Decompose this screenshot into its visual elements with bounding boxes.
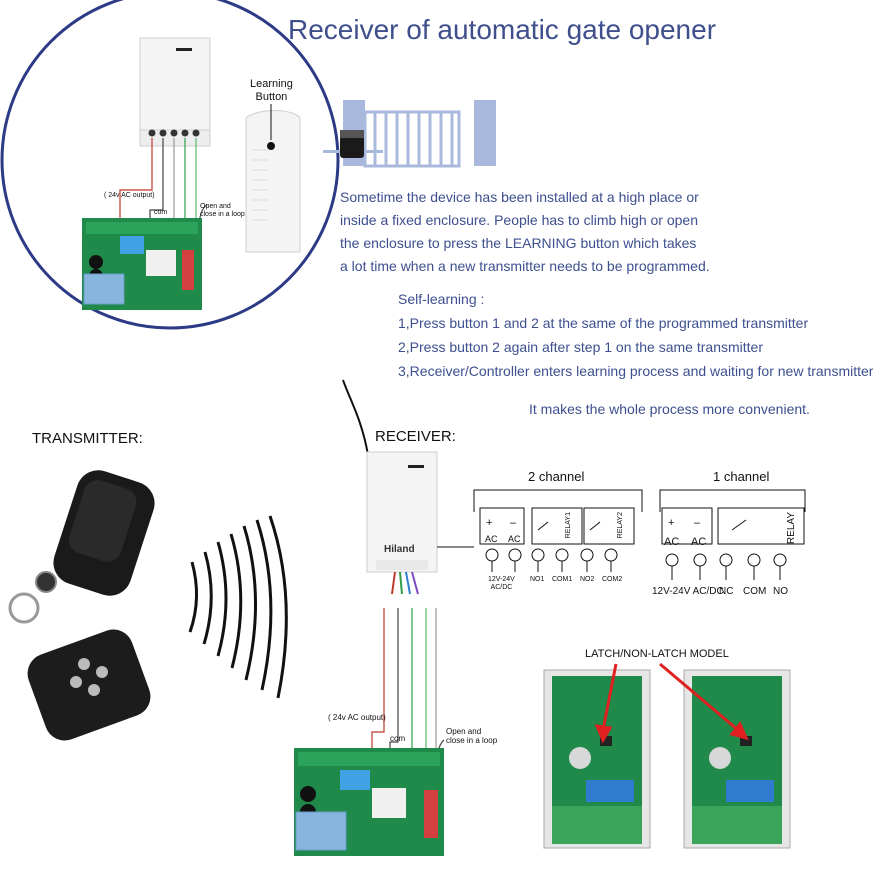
one-channel-power-terminal: 12V-24V AC/DC xyxy=(652,586,724,597)
latch-arrows xyxy=(594,662,749,744)
intro-line: a lot time when a new transmitter needs … xyxy=(340,258,710,274)
com-label-bottom: com xyxy=(390,734,406,743)
two-channel-com2: COM2 xyxy=(602,576,623,583)
receiver-module-top xyxy=(139,37,211,147)
intro-paragraph: Sometime the device has been installed a… xyxy=(340,186,710,278)
page-title: Receiver of automatic gate opener xyxy=(288,14,717,45)
schematic-2-channel xyxy=(473,489,643,572)
transmitter-remote-2 xyxy=(27,629,151,741)
two-channel-plus: + xyxy=(486,517,493,529)
two-channel-ac2: AC xyxy=(508,534,521,544)
ac-output-label-bottom: ( 24v AC output) xyxy=(328,713,386,722)
two-channel-power-terminal: 12V-24V AC/DC xyxy=(488,576,515,592)
loop-label-line: Open and xyxy=(200,203,231,210)
two-channel-relay2: RELAY2 xyxy=(617,512,624,539)
one-channel-no: NO xyxy=(773,586,788,597)
learning-button-label-line: Button xyxy=(255,91,288,103)
self-learning-heading: Self-learning : xyxy=(398,291,485,307)
two-channel-no1: NO1 xyxy=(530,576,545,583)
one-channel-minus: – xyxy=(694,517,701,529)
self-learning-step: 2,Press button 2 again after step 1 on t… xyxy=(398,339,763,355)
schematic-1-channel xyxy=(659,489,806,580)
one-channel-title: 1 channel xyxy=(713,469,770,484)
learning-button-label-line: Learning xyxy=(250,78,293,90)
one-channel-ac1: AC xyxy=(664,536,680,548)
self-learning-section: Self-learning : 1,Press button 1 and 2 a… xyxy=(398,287,873,383)
receiver-unit xyxy=(342,379,474,595)
latch-model-label: LATCH/NON-LATCH MODEL xyxy=(585,648,729,660)
loop-label-top: Open and close in a loop xyxy=(200,203,245,219)
self-learning-step: 3,Receiver/Controller enters learning pr… xyxy=(398,363,873,379)
loop-label-line: close in a loop xyxy=(446,736,498,745)
com-label-top: com xyxy=(154,209,168,216)
controller-board-bottom xyxy=(294,748,444,856)
conclusion-text: It makes the whole process more convenie… xyxy=(529,401,810,417)
intro-line: the enclosure to press the LEARNING butt… xyxy=(340,235,697,251)
one-channel-ac2: AC xyxy=(691,536,707,548)
learning-button-label: Learning Button xyxy=(250,78,293,104)
receiver-brand: Hiland xyxy=(384,544,415,555)
one-channel-com: COM xyxy=(743,586,767,597)
two-channel-power-line: AC/DC xyxy=(490,584,513,591)
two-channel-relay1: RELAY1 xyxy=(565,512,572,539)
two-channel-no2: NO2 xyxy=(580,576,595,583)
two-channel-ac1: AC xyxy=(485,534,498,544)
intro-line: Sometime the device has been installed a… xyxy=(340,189,699,205)
two-channel-minus: – xyxy=(510,517,517,529)
loop-label-line: Open and xyxy=(446,727,482,736)
receiver-label: RECEIVER: xyxy=(375,428,456,445)
learning-device xyxy=(245,104,301,253)
loop-label-bottom: Open and close in a loop xyxy=(446,727,497,745)
latch-board-left xyxy=(543,669,651,849)
transmitter-remote-1 xyxy=(8,470,155,624)
two-channel-com1: COM1 xyxy=(552,576,573,583)
controller-board-top xyxy=(82,218,202,310)
two-channel-title: 2 channel xyxy=(528,469,585,484)
transmitter-label: TRANSMITTER: xyxy=(32,430,143,447)
self-learning-step: 1,Press button 1 and 2 at the same of th… xyxy=(398,315,809,331)
one-channel-nc: NC xyxy=(719,586,734,597)
one-channel-plus: + xyxy=(668,517,675,529)
ac-output-label-top: ( 24v AC output) xyxy=(104,192,155,199)
gate-illustration xyxy=(323,100,496,168)
intro-line: inside a fixed enclosure. People has to … xyxy=(340,212,698,228)
two-channel-power-line: 12V-24V xyxy=(488,576,515,583)
loop-label-line: close in a loop xyxy=(200,211,245,218)
one-channel-relay: RELAY xyxy=(786,512,797,545)
radio-waves xyxy=(188,515,288,699)
